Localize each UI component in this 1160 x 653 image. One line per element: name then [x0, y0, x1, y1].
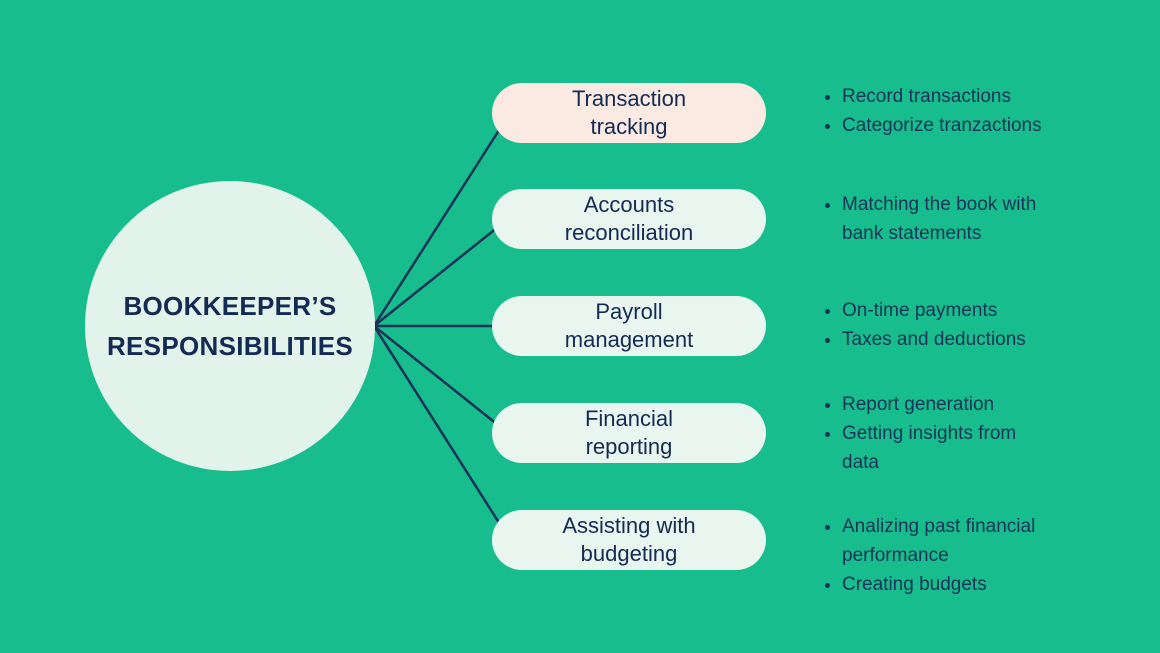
branch-node-transaction-tracking: Transaction tracking [492, 83, 766, 143]
bullet-item: Categorize tranzactions [842, 111, 1160, 140]
branch-label-payroll-management: Payroll management [564, 299, 694, 352]
branch-label-transaction-tracking: Transaction tracking [571, 86, 687, 139]
bullet-item: Report generation [842, 390, 1160, 419]
central-topic: BOOKKEEPER’S RESPONSIBILITIES [85, 181, 375, 471]
bullet-item: Taxes and deductions [842, 325, 1160, 354]
bullet-item: Creating budgets [842, 570, 1160, 599]
branch-node-financial-reporting: Financial reporting [492, 403, 766, 463]
bullet-item: Getting insights from data [842, 419, 1160, 477]
branch-bullets-transaction-tracking: Record transactions Categorize tranzacti… [820, 82, 1160, 140]
branch-label-financial-reporting: Financial reporting [584, 406, 674, 459]
connector-line-transaction-tracking [372, 112, 512, 327]
branch-node-accounts-reconciliation: Accounts reconciliation [492, 189, 766, 249]
central-topic-title: BOOKKEEPER’S RESPONSIBILITIES [106, 291, 354, 361]
connector-line-assisting-with-budgeting [372, 325, 512, 541]
bullet-item: Matching the book with bank statements [842, 190, 1160, 248]
branch-bullets-payroll-management: On-time payments Taxes and deductions [820, 296, 1160, 354]
connector-line-financial-reporting [373, 325, 509, 434]
branch-node-payroll-management: Payroll management [492, 296, 766, 356]
connector-line-accounts-reconciliation [373, 218, 509, 327]
bullet-item: Record transactions [842, 82, 1160, 111]
branch-bullets-assisting-with-budgeting: Analizing past financial performance Cre… [820, 512, 1160, 599]
branch-label-accounts-reconciliation: Accounts reconciliation [564, 192, 694, 245]
branch-bullets-financial-reporting: Report generation Getting insights from … [820, 390, 1160, 477]
branch-label-assisting-with-budgeting: Assisting with budgeting [562, 513, 696, 566]
bullet-item: On-time payments [842, 296, 1160, 325]
branch-bullets-accounts-reconciliation: Matching the book with bank statements [820, 190, 1160, 248]
bullet-item: Analizing past financial performance [842, 512, 1160, 570]
branch-node-assisting-with-budgeting: Assisting with budgeting [492, 510, 766, 570]
